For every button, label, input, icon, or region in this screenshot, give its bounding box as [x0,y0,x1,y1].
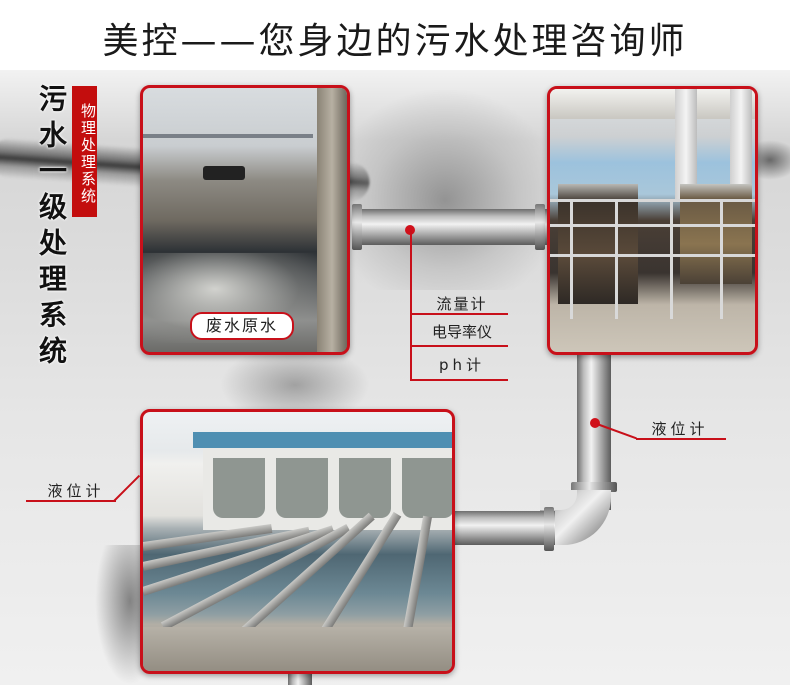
canopy-roof [550,89,755,119]
guard-rail [550,224,755,227]
pipe-flange-right [535,204,545,250]
pipe-flange-left [352,204,362,250]
conductivity-meter-label: 电导率仪 [431,323,492,341]
building-opening [276,458,328,518]
rail-post [670,199,673,319]
pipe-bottom-horizontal [455,511,555,545]
guard-rail [550,254,755,257]
callout-divider [410,379,508,381]
callout-line-horizontal [26,500,116,502]
rail-post [720,199,723,319]
bridge-silhouette [143,134,313,138]
building-opening [339,458,391,518]
pipe-flange-vertical [571,482,617,492]
sedimentation-tank-photo [140,409,455,674]
guard-rail [550,199,755,202]
callout-divider [410,313,508,315]
tank-edge [143,627,452,671]
rail-post [615,199,618,319]
pipe-flange-bottom [544,507,554,551]
canopy-pillar [730,89,752,199]
system-title-vertical: 污水一级处理系统 [35,84,68,372]
scraper-beam [400,515,433,646]
water-splash-center [330,90,560,290]
flowmeter-label: 流量计 [436,295,488,313]
physical-treatment-tag: 物理处理系统 [72,86,97,217]
canopy-pillar [675,89,697,199]
raw-water-photo [140,85,350,355]
level-meter-label-left: 液位计 [47,482,105,500]
bar-screen-photo [547,86,758,355]
pipe-stub-bottom [288,674,312,685]
level-meter-label-right: 液位计 [651,420,709,438]
pipe-elbow-inner [540,490,577,510]
raw-water-label: 废水原水 [190,312,294,340]
callout-line-vertical [410,230,412,380]
building-roof [193,432,452,448]
pipe-top-horizontal [352,209,547,245]
boat-silhouette [203,166,245,180]
building-opening [213,458,265,518]
callout-line-horizontal [636,438,726,440]
ph-meter-label: ph计 [438,356,486,374]
callout-line-diagonal [113,474,141,502]
level-meter-marker[interactable] [590,418,600,428]
page-title: 美控——您身边的污水处理咨询师 [102,21,688,62]
building-opening [402,458,452,518]
rail-post [570,199,573,319]
header-band [0,0,790,70]
callout-divider [410,345,508,347]
outfall-wall [317,88,347,352]
